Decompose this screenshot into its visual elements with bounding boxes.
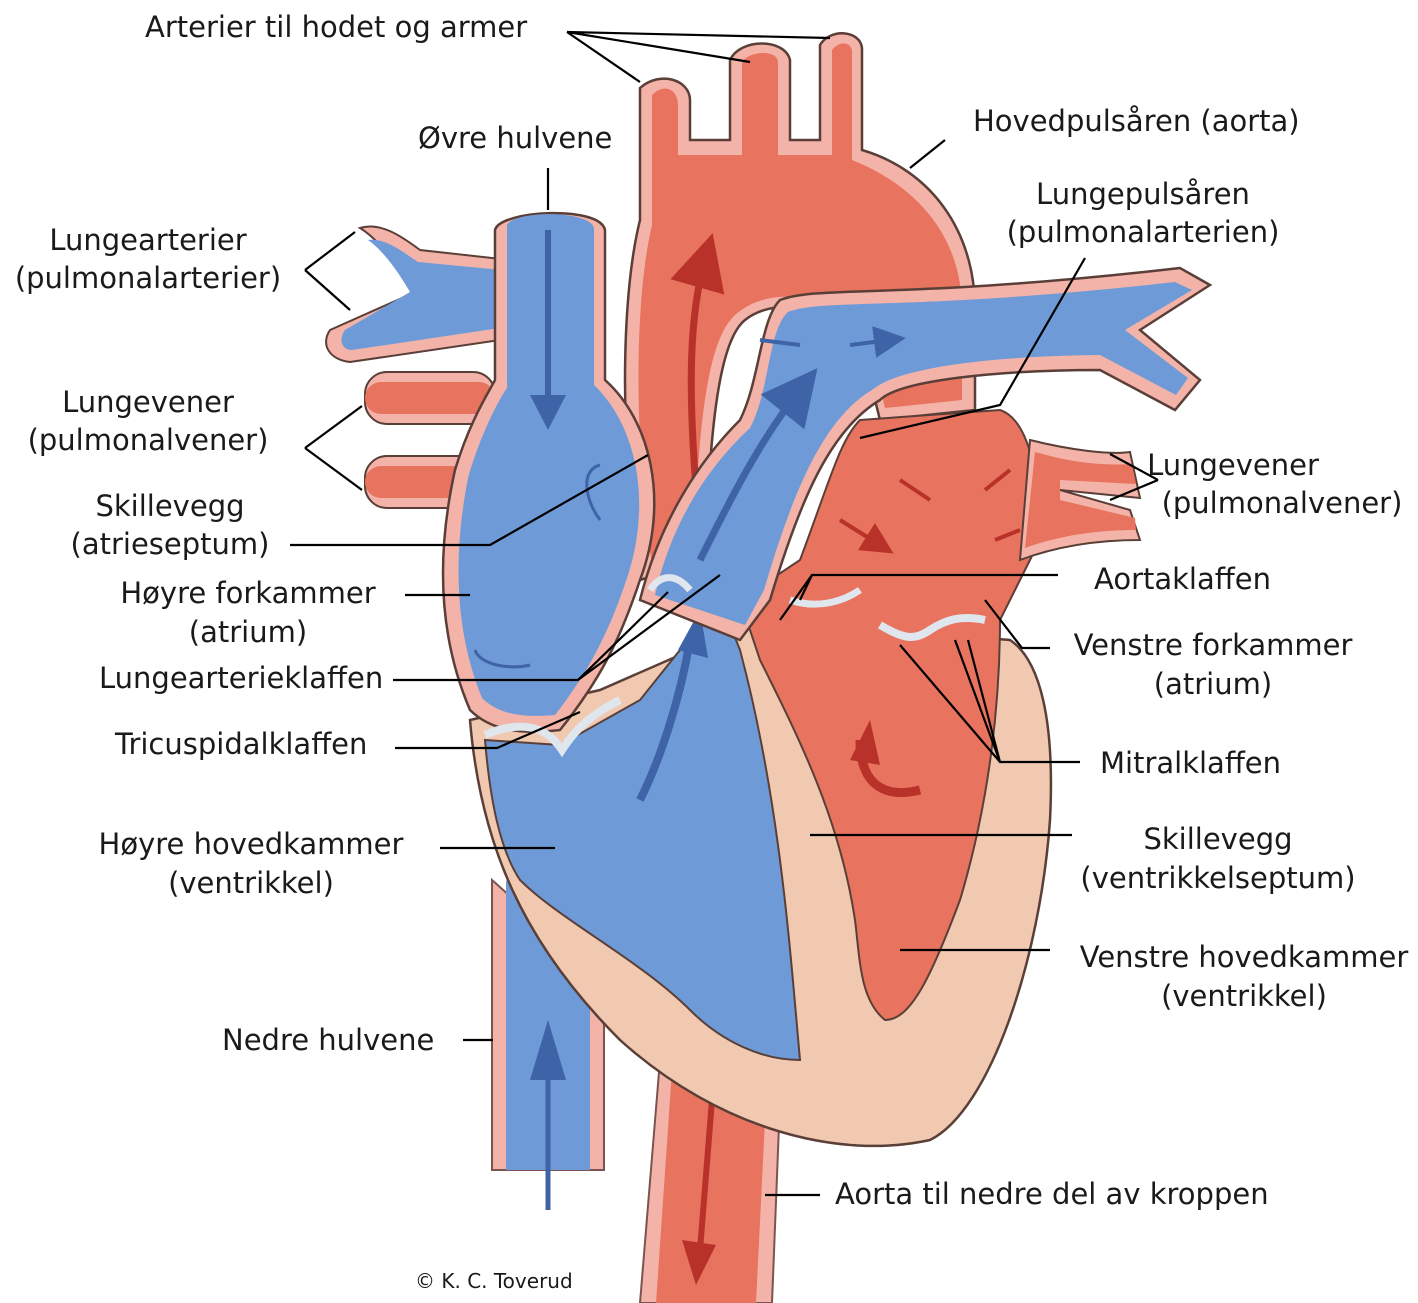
label-left-ventricle: Venstre hovedkammer [1080, 940, 1409, 974]
label-left-ventricle-sub: (ventrikkel) [1161, 979, 1327, 1013]
label-atrial-septum-sub: (atrieseptum) [71, 527, 270, 561]
label-pulmonary-valve: Lungearterieklaffen [99, 661, 383, 695]
label-right-atrium-sub: (atrium) [189, 615, 307, 649]
label-pulmonary-veins-left-sub: (pulmonalvener) [28, 423, 269, 457]
label-arteries-head-arms: Arterier til hodet og armer [145, 10, 527, 44]
label-mitral-valve: Mitralklaffen [1100, 746, 1281, 780]
label-pulmonary-veins-left: Lungevener [62, 385, 234, 419]
label-pulmonary-arteries: Lungearterier [49, 223, 246, 257]
label-aortic-valve: Aortaklaffen [1094, 562, 1271, 596]
label-pulmonary-veins-right-sub: (pulmonalvener) [1162, 486, 1403, 520]
label-pulmonary-trunk: Lungepulsåren [1036, 177, 1250, 211]
label-atrial-septum: Skillevegg [95, 489, 244, 523]
label-left-atrium-sub: (atrium) [1154, 667, 1272, 701]
label-superior-vena-cava: Øvre hulvene [418, 121, 612, 155]
label-descending-aorta: Aorta til nedre del av kroppen [835, 1177, 1269, 1211]
label-inferior-vena-cava: Nedre hulvene [222, 1023, 434, 1057]
label-aorta: Hovedpulsåren (aorta) [973, 104, 1300, 138]
label-right-atrium: Høyre forkammer [120, 576, 375, 610]
label-right-ventricle: Høyre hovedkammer [99, 827, 404, 861]
label-tricuspid-valve: Tricuspidalklaffen [114, 727, 367, 761]
copyright-credit: © K. C. Toverud [415, 1269, 573, 1293]
label-ventricular-septum-sub: (ventrikkelseptum) [1080, 861, 1355, 895]
pulmonary-veins-right [1020, 440, 1140, 560]
label-right-ventricle-sub: (ventrikkel) [168, 866, 334, 900]
label-left-atrium: Venstre forkammer [1074, 628, 1353, 662]
label-ventricular-septum: Skillevegg [1143, 822, 1292, 856]
label-pulmonary-veins-right: Lungevener [1147, 448, 1319, 482]
label-pulmonary-arteries-sub: (pulmonalarterier) [15, 261, 281, 295]
pulmonary-arteries-left [326, 227, 510, 362]
label-pulmonary-trunk-sub: (pulmonalarterien) [1007, 215, 1280, 249]
